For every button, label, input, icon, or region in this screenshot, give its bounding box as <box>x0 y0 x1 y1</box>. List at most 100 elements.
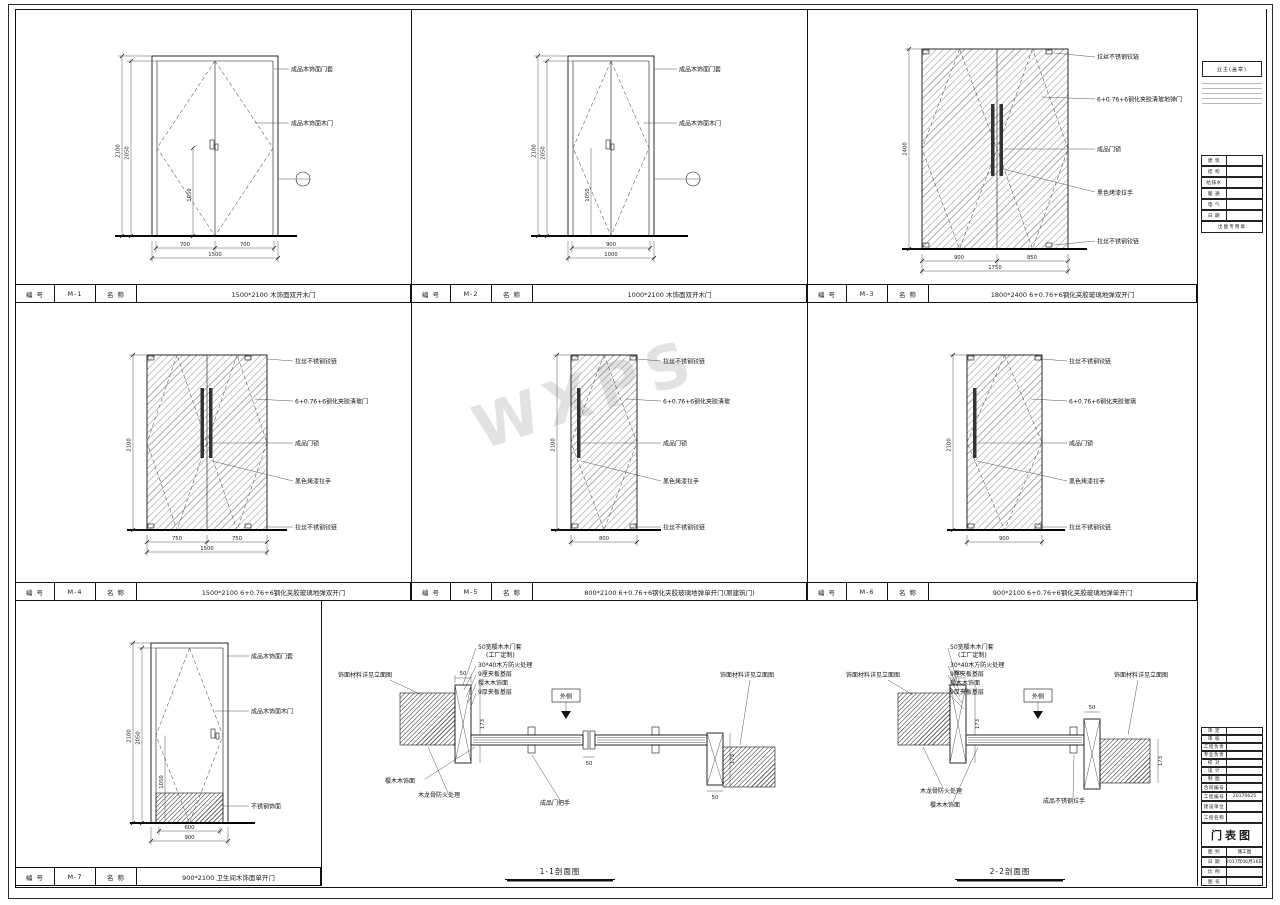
dim-label: 900 <box>606 242 617 248</box>
door-elevation-m7: 2100 2050 1050 600 900 成品木饰面门套 成品木饰面木门 不… <box>127 640 293 845</box>
callout-label: 黑色烤漆拉手 <box>1069 478 1105 486</box>
callout-label: 9厚夹板基层 <box>478 688 512 696</box>
staff-row: 设 计 <box>1201 767 1263 775</box>
title-strip-m6: 编 号 M-6 名 称 900*2100 6+0.76+6钢化夹胶玻璃地弹单开门 <box>807 582 1197 601</box>
door-title: 1500*2100 6+0.76+6钢化夹胶玻璃地弹双开门 <box>201 588 346 597</box>
staff-row: 审 核 <box>1201 735 1263 743</box>
dim-label: 1050 <box>585 188 591 202</box>
dim-label: 750 <box>172 536 183 542</box>
sheet-outer-border <box>8 4 1273 899</box>
project-name-label: 工程名称 <box>1202 813 1227 822</box>
panel-m2: 2100 2050 1050 900 1000 成品木饰面门套 成品木饰面木门 <box>411 9 807 284</box>
name-label: 名 称 <box>492 583 533 600</box>
dim-label: 2050 <box>125 146 131 160</box>
staff-row: 校 对 <box>1201 759 1263 767</box>
staff-row: 审 定 <box>1201 727 1263 735</box>
callout-label: 50宽樱木木门套 <box>950 643 994 651</box>
staff-label: 设 计 <box>1202 768 1227 774</box>
callout-label: 成品木饰面门套 <box>291 66 333 74</box>
callout-label: 6+0.76+6钢化夹胶清玻地弹门 <box>1097 96 1182 104</box>
dim-label: 800 <box>599 536 610 542</box>
door-elevation-m3: 2400 900 850 1750 拉丝不锈钢铰链 6+0.76+6钢化夹胶清玻… <box>902 46 1182 275</box>
panel-m7: 2100 2050 1050 600 900 成品木饰面门套 成品木饰面木门 不… <box>15 601 321 867</box>
callout-label: 30*40木方防火处理 <box>478 661 532 669</box>
callout-label: 成品木饰面门套 <box>251 653 293 661</box>
drawing-type-row: 图 别施工图 <box>1201 847 1263 857</box>
callout-label: 成品门锁 <box>295 440 319 448</box>
dim-label: 1050 <box>187 188 193 202</box>
sign-row: 电 气 <box>1201 199 1263 210</box>
staff-row: 制 图 <box>1201 775 1263 783</box>
panel-m3: 2400 900 850 1750 拉丝不锈钢铰链 6+0.76+6钢化夹胶清玻… <box>807 9 1197 284</box>
dim-label: 850 <box>1027 255 1038 261</box>
section-2-2-drawing: 饰面材料详见立面图 50 173 50 173 饰面材料详见立面图 外侧 50宽… <box>846 643 1168 809</box>
name-label: 名 称 <box>96 583 137 600</box>
name-label: 名 称 <box>888 285 929 302</box>
glass-hatch <box>967 355 1042 530</box>
contract-label: 合同编号 <box>1202 784 1227 791</box>
dim-label: 1750 <box>988 265 1002 271</box>
callout-label: 拉丝不锈钢铰链 <box>295 358 337 366</box>
door-elevation-m5: 2100 800 拉丝不锈钢铰链 6+0.76+6钢化夹胶清玻 成品门锁 黑色烤… <box>551 352 730 546</box>
dim-label: 900 <box>184 835 195 841</box>
callout-label: 饰面材料详见立面图 <box>338 671 392 679</box>
title-strip-m5: 编 号 M-5 名 称 800*2100 6+0.76+6钢化夹胶玻璃地弹单开门… <box>411 582 807 601</box>
dim-label: 900 <box>954 255 965 261</box>
callout-label: 拉丝不锈钢铰链 <box>1069 524 1111 532</box>
staff-label: 校 对 <box>1202 760 1227 766</box>
sign-label: 日 期 <box>1202 211 1227 220</box>
steel-panel-hatch <box>156 793 223 823</box>
dim-label: 50 <box>712 795 719 801</box>
sign-row: 结 构 <box>1201 166 1263 177</box>
fine-print-notes <box>1202 83 1262 105</box>
staff-row: 工程负责 <box>1201 743 1263 751</box>
title-block: 业主(盖章) 建 筑 结 构 给排水 暖 通 电 气 日 期 出图专用章 审 定… <box>1197 9 1266 886</box>
code-label: 编 号 <box>412 285 451 302</box>
callout-label: 成品木饰面门套 <box>679 66 721 74</box>
dim-label: 50 <box>955 671 962 677</box>
sign-label: 电 气 <box>1202 200 1227 209</box>
door-title: 1800*2400 6+0.76+6钢化夹胶玻璃地弹双开门 <box>990 290 1135 299</box>
sign-row: 给排水 <box>1201 177 1263 188</box>
dim-label: 50 <box>586 761 593 767</box>
wall-hatch <box>1100 739 1150 783</box>
client-row: 建设单位 <box>1201 801 1263 812</box>
wall-hatch <box>723 747 775 787</box>
callout-label: 饰面材料详见立面图 <box>846 671 900 679</box>
dim-label: 600 <box>184 825 195 831</box>
wall-hatch <box>898 693 950 745</box>
scale-row: 比 例 <box>1201 867 1263 877</box>
callout-label: 30*40木方防火处理 <box>950 661 1004 669</box>
callout-label: 50宽樱木木门套 <box>478 643 522 651</box>
code-label: 编 号 <box>16 583 55 600</box>
staff-label: 审 核 <box>1202 736 1227 742</box>
callout-label: 木龙骨防火处理 <box>418 791 460 799</box>
dim-label: 173 <box>480 719 486 729</box>
door-code: M-4 <box>55 583 96 600</box>
dim-label: 2100 <box>127 729 133 743</box>
sign-label: 建 筑 <box>1202 156 1227 165</box>
callout-label: 木龙骨防火处理 <box>920 787 962 795</box>
name-label: 名 称 <box>492 285 533 302</box>
sign-label: 暖 通 <box>1202 189 1227 198</box>
owner-stamp-box: 业主(盖章) <box>1202 61 1262 77</box>
door-elevation-m6: 2100 900 拉丝不锈钢铰链 6+0.76+6钢化夹胶玻璃 成品门锁 黑色烤… <box>947 352 1136 546</box>
date-label: 日 期 <box>1202 858 1227 866</box>
callout-label: 拉丝不锈钢铰链 <box>1069 358 1111 366</box>
callout-label: 9厘夹板基层 <box>478 670 512 678</box>
code-label: 编 号 <box>16 868 55 885</box>
door-elevation-m1: 2100 2050 1050 700 700 1500 成品木饰面门套 成品木饰… <box>115 53 333 262</box>
wall-hatch <box>400 693 455 745</box>
title-strip-m2: 编 号 M-2 名 称 1000*2100 木饰面双开木门 <box>411 284 807 303</box>
callout-label: (工厂定制) <box>958 651 987 659</box>
dim-label: 173 <box>975 719 981 729</box>
door-title: 800*2100 6+0.76+6钢化夹胶玻璃地弹单开门(原建筑门) <box>584 588 755 597</box>
callout-label: 成品木饰面木门 <box>291 120 333 128</box>
door-title: 1500*2100 木饰面双开木门 <box>231 290 316 299</box>
code-label: 编 号 <box>412 583 451 600</box>
door-elevation-m2: 2100 2050 1050 900 1000 成品木饰面门套 成品木饰面木门 <box>531 53 721 262</box>
callout-label: 饰面材料详见立面图 <box>1114 671 1168 679</box>
project-number-label: 工程编号 <box>1202 793 1227 800</box>
column-divider-3 <box>321 601 322 886</box>
